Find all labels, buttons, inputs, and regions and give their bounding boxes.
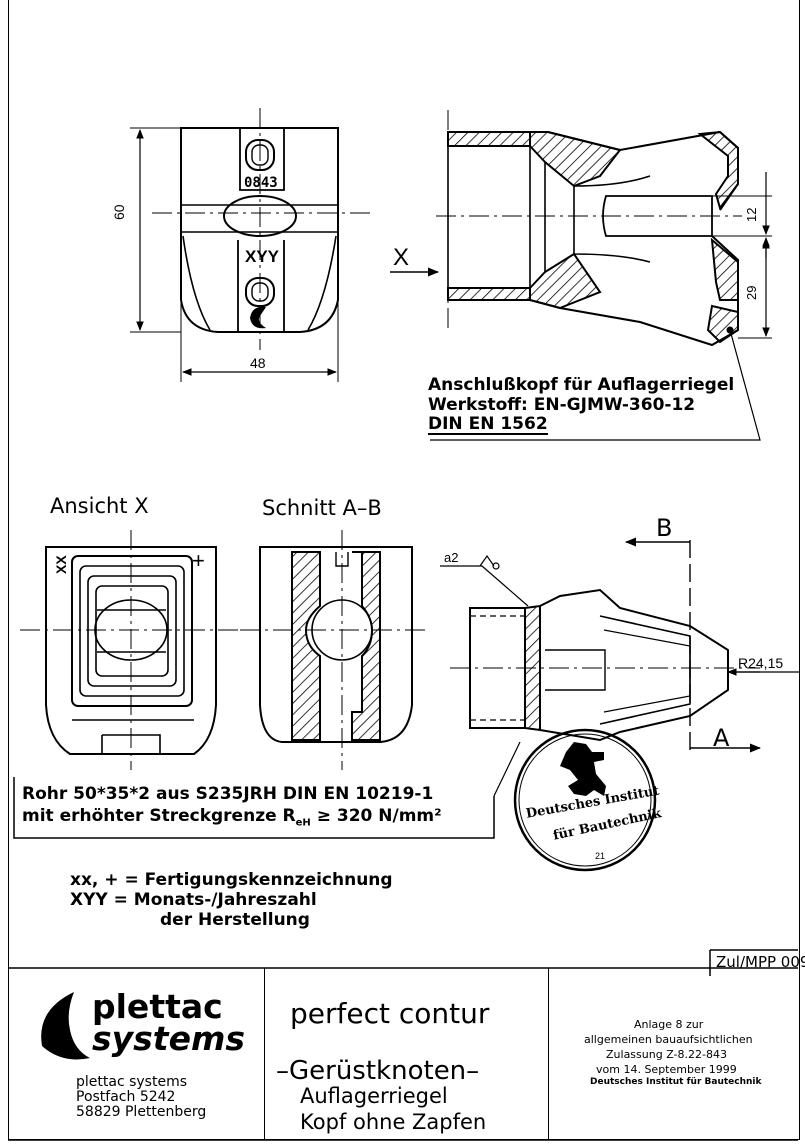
drawing-number: Zul/MPP 009 — [716, 953, 805, 971]
head-lower-body — [182, 235, 337, 331]
section-centerlines — [436, 110, 742, 330]
ansicht-centerlines — [20, 530, 238, 770]
tube-note-2: mit erhöhter Streckgrenze ReH ≥ 320 N/mm… — [22, 808, 442, 828]
dim-48-label: 48 — [250, 355, 266, 371]
address-3: 58829 Plettenberg — [76, 1104, 207, 1120]
slot-recess — [602, 195, 713, 237]
schnitt-centerlines — [240, 530, 430, 770]
part-mark: 0843 — [244, 175, 278, 191]
head-shaft — [545, 649, 606, 691]
bore — [544, 162, 651, 272]
ansicht-frame-3 — [87, 575, 177, 687]
tube-note-2-pre: mit erhöhter Streckgrenze R — [22, 806, 296, 826]
hatch-right-top — [697, 130, 739, 211]
bear-icon — [560, 742, 606, 796]
approval-4: vom 14. September 1999 — [596, 1063, 737, 1076]
inner-tube-lines — [447, 146, 531, 288]
dim-60-label: 60 — [111, 204, 127, 220]
ansicht-xx-mark: XX — [53, 555, 69, 574]
tube-note-box — [13, 777, 495, 839]
title-line-1: –Gerüstknoten– — [276, 1056, 480, 1086]
ansicht-plus-mark: + — [192, 548, 205, 573]
leader-dot — [726, 326, 734, 334]
title-line-2: Auflagerriegel — [300, 1084, 448, 1108]
schnitt-outline — [259, 546, 413, 743]
slot-top — [245, 139, 275, 171]
legend-3: der Herstellung — [160, 910, 310, 930]
weld-symbol-label: a2 — [444, 550, 459, 565]
ansicht-frame-4 — [95, 585, 169, 677]
weld-triangle — [479, 554, 495, 567]
front-view — [130, 108, 372, 382]
front-centerlines — [152, 108, 372, 350]
plettac-logo-icon — [41, 992, 90, 1060]
head-cone — [603, 629, 691, 713]
date-code: XYY — [245, 247, 280, 266]
leader-material — [430, 329, 761, 441]
approval-5: Deutsches Institut für Bautechnik — [590, 1077, 762, 1087]
nose-top — [239, 128, 285, 191]
hatch-right-bottom — [710, 237, 739, 301]
approval-stamp — [513, 728, 657, 872]
dim-ext-lines — [712, 195, 772, 339]
schnitt-ab-view — [240, 530, 430, 770]
stamp-number: 21 — [595, 851, 606, 861]
hatch-upper-body — [529, 131, 622, 188]
hatch-lower-tube — [447, 287, 531, 301]
tube-note-2-sub: eH — [295, 817, 311, 829]
head-outline — [180, 127, 339, 333]
schnitt-hatch-right — [351, 551, 381, 741]
material-note-1: Anschlußkopf für Auflagerriegel — [428, 375, 735, 395]
title-block-grid — [8, 949, 798, 1141]
hatch-upper-tube — [447, 131, 531, 147]
dim-29-label: 29 — [744, 285, 759, 300]
ansicht-title: Ansicht X — [50, 494, 149, 518]
logo-mark — [250, 306, 266, 329]
ansicht-bottom — [72, 719, 194, 754]
address-1: plettac systems — [76, 1074, 188, 1090]
title-line-3: Kopf ohne Zapfen — [300, 1110, 487, 1134]
section-b-label: B — [656, 514, 673, 542]
nose-bottom — [237, 240, 285, 332]
bolt-circle — [223, 195, 297, 237]
approval-3: Zulassung Z-8.22-843 — [606, 1048, 727, 1061]
legend-1: xx, + = Fertigungskennzeichnung — [70, 870, 393, 890]
tube-inner — [470, 615, 525, 721]
title-divider-2 — [548, 968, 549, 1140]
dim-60-lines — [130, 127, 181, 333]
material-note-2: Werkstoff: EN-GJMW-360-12 — [428, 395, 696, 415]
approval-2: allgemeinen bauaufsichtlichen — [584, 1033, 753, 1046]
section-a-label: A — [713, 724, 730, 752]
logo-plettac: plettac — [92, 987, 223, 1026]
logo-systems: systems — [92, 1019, 245, 1058]
dim-12-label: 12 — [744, 207, 759, 222]
dim-48-lines — [180, 300, 339, 382]
assembly-side-view — [440, 537, 800, 753]
schnitt-title: Schnitt A–B — [262, 496, 382, 520]
title-divider-1 — [264, 968, 265, 1140]
hatch-nose-bottom — [706, 304, 739, 344]
ansicht-frame-2 — [79, 565, 185, 697]
long-section — [390, 110, 772, 441]
view-x-label: X — [393, 244, 410, 271]
radius-label: R24,15 — [738, 655, 784, 671]
product-name: perfect contur — [290, 997, 490, 1030]
ansicht-frame-1 — [71, 555, 193, 707]
address-2: Postfach 5242 — [76, 1089, 176, 1105]
ansicht-x-view — [20, 530, 238, 770]
ansicht-outline — [45, 546, 217, 755]
hatch-lower-body — [529, 252, 602, 310]
tube-note-leader — [493, 741, 521, 797]
tube-note-2-post: ≥ 320 N/mm² — [310, 806, 442, 826]
head-body — [539, 588, 729, 742]
weld-circle — [492, 562, 500, 570]
tube-note-1: Rohr 50*35*2 aus S235JRH DIN EN 10219-1 — [22, 784, 434, 804]
legend-2: XYY = Monats-/Jahreszahl — [70, 890, 317, 910]
weld-leader — [440, 565, 529, 607]
approval-1: Anlage 8 zur — [634, 1018, 704, 1031]
material-note-3: DIN EN 1562 — [428, 414, 548, 435]
